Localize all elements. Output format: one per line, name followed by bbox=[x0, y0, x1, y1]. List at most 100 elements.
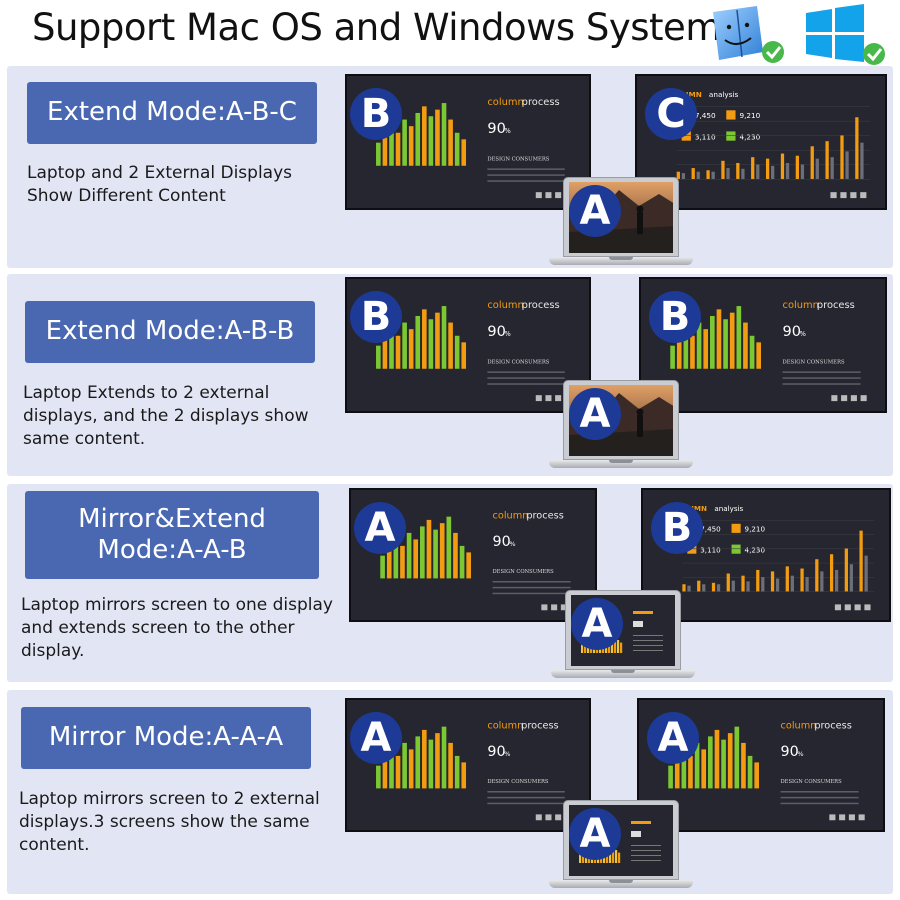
display-label-badge: C bbox=[645, 88, 697, 140]
chart-bar bbox=[795, 155, 799, 179]
slide-percent: 90 bbox=[783, 324, 801, 340]
chart-bar bbox=[382, 759, 388, 789]
chart-bar bbox=[741, 168, 745, 179]
slide-title-accent: column bbox=[781, 721, 817, 732]
chart-bar bbox=[691, 168, 695, 179]
chart-bar bbox=[765, 158, 770, 179]
chart-bar bbox=[844, 548, 848, 592]
chart-bar bbox=[454, 132, 460, 166]
mode-description: Laptop mirrors screen to one display and… bbox=[21, 595, 333, 661]
chart-bar bbox=[674, 759, 680, 789]
slide-title-accent: column bbox=[783, 300, 819, 311]
display-label-badge: A bbox=[569, 388, 621, 440]
display-label-badge: A bbox=[350, 712, 402, 764]
slide-percent-sign: % bbox=[797, 750, 803, 758]
chart-bar bbox=[820, 571, 824, 592]
slide-percent-sign: % bbox=[505, 330, 511, 338]
chart-bar bbox=[708, 736, 713, 789]
chart-bar bbox=[400, 545, 405, 579]
chart-bar bbox=[706, 170, 710, 179]
chart-bar bbox=[453, 532, 458, 579]
slide-title-accent: column bbox=[487, 300, 523, 311]
display-label-badge: A bbox=[354, 502, 406, 554]
chart-bar bbox=[864, 555, 868, 592]
chart-bar bbox=[422, 309, 427, 369]
chart-bar bbox=[408, 749, 414, 789]
slide-title: process bbox=[521, 721, 558, 732]
chart-bar bbox=[785, 566, 789, 592]
chart-bar bbox=[815, 559, 819, 592]
chart-bar bbox=[422, 106, 427, 166]
chart-bar bbox=[402, 742, 407, 789]
slide-percent-sign: % bbox=[800, 330, 806, 338]
chart-bar bbox=[448, 742, 453, 789]
chart-bar bbox=[668, 765, 673, 789]
chart-bar bbox=[790, 575, 794, 592]
chart-bar bbox=[402, 119, 407, 166]
chart-bar bbox=[780, 153, 785, 179]
slide-percent-sign: % bbox=[509, 540, 515, 548]
slide-subtitle: DESIGN CONSUMERS bbox=[487, 359, 549, 365]
slide-percent: 90 bbox=[781, 744, 799, 760]
display-label-badge: A bbox=[569, 185, 621, 237]
chart-bar bbox=[726, 573, 730, 592]
chart-bar bbox=[736, 162, 740, 179]
chart-bar bbox=[727, 733, 733, 789]
chart-bar bbox=[428, 116, 434, 166]
chart-bar bbox=[426, 519, 432, 579]
chart-bar bbox=[716, 309, 722, 369]
chart-bar bbox=[439, 523, 445, 579]
chart-bar bbox=[690, 335, 695, 369]
mode-label: Extend Mode:A-B-C bbox=[27, 82, 317, 144]
chart-bar bbox=[376, 142, 381, 166]
chart-bar bbox=[448, 119, 453, 166]
chart-bar bbox=[731, 580, 735, 592]
chart-bar bbox=[810, 146, 814, 179]
display-label-badge: A bbox=[647, 712, 699, 764]
slide-subtitle: DESIGN CONSUMERS bbox=[487, 779, 549, 785]
slide-title: process bbox=[522, 97, 560, 108]
stat-value: 4,230 bbox=[739, 132, 760, 141]
chart-bar bbox=[785, 162, 790, 179]
chart-bar bbox=[382, 339, 388, 369]
mac-finder-icon bbox=[707, 2, 789, 66]
chart-bar bbox=[395, 132, 401, 166]
slide-percent: 90 bbox=[493, 534, 511, 550]
slide-title-accent: column bbox=[487, 97, 523, 108]
chart-bar bbox=[743, 322, 748, 369]
chart-bar bbox=[749, 335, 755, 369]
chart-bar bbox=[845, 151, 849, 179]
chart-bar bbox=[849, 564, 853, 592]
slide-title-accent: column bbox=[493, 511, 529, 522]
chart-bar bbox=[770, 571, 775, 592]
chart-bar bbox=[721, 739, 726, 789]
slide-subtitle: DESIGN CONSUMERS bbox=[783, 359, 845, 365]
slide-percent: 90 bbox=[487, 121, 505, 137]
chart-bar bbox=[408, 126, 414, 166]
chart-bar bbox=[466, 552, 472, 579]
chart-bar bbox=[389, 752, 394, 789]
chart-bar bbox=[448, 322, 453, 369]
chart-bar bbox=[721, 160, 725, 179]
slide-title: process bbox=[522, 300, 560, 311]
chart-bar bbox=[710, 315, 715, 369]
slide-title: process bbox=[526, 511, 563, 522]
slide-subtitle: DESIGN CONSUMERS bbox=[493, 569, 555, 575]
stat-value: 4,230 bbox=[745, 545, 766, 554]
slide-title: analysis bbox=[709, 90, 739, 99]
chart-bar bbox=[435, 733, 440, 789]
chart-bar bbox=[415, 315, 421, 369]
mode-description: Laptop mirrors screen to 2 external disp… bbox=[19, 789, 320, 855]
display-label-badge: A bbox=[569, 808, 621, 860]
chart-bar bbox=[681, 173, 686, 179]
slide-subtitle: DESIGN CONSUMERS bbox=[487, 156, 549, 162]
chart-bar bbox=[459, 545, 465, 579]
chart-bar bbox=[729, 312, 735, 369]
